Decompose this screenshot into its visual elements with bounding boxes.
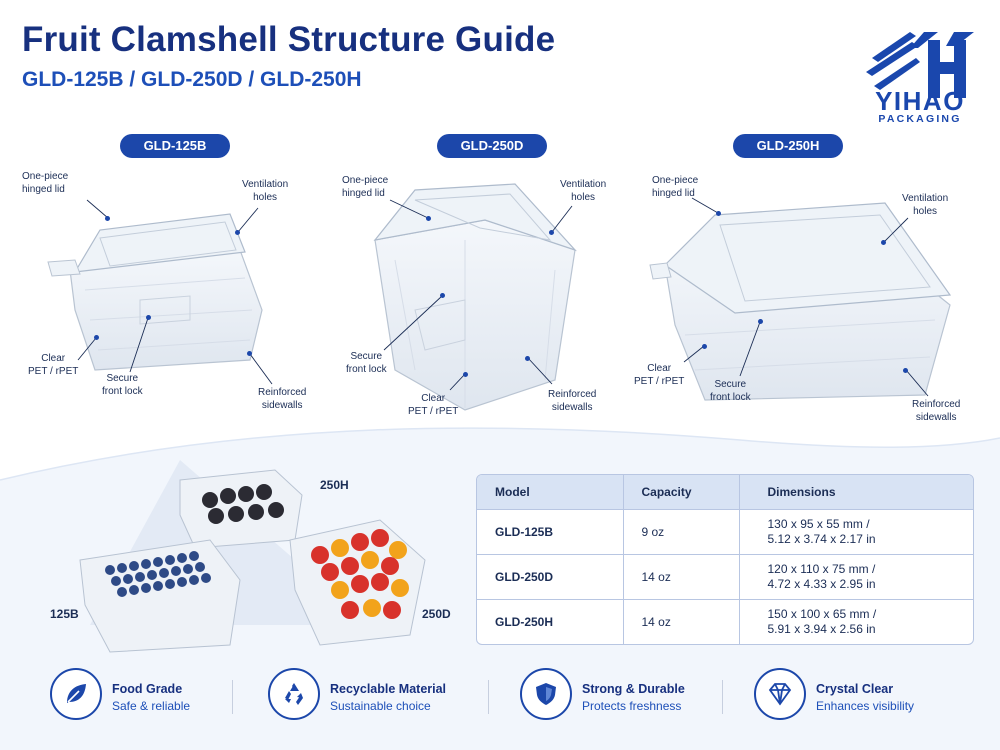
shield-icon — [520, 668, 572, 720]
table-cell-model: GLD-125B — [477, 508, 624, 554]
feature-food-grade: Food Grade Safe & reliable — [50, 668, 230, 724]
brand-tagline: PACKAGING — [878, 113, 962, 125]
model-pill-250d: GLD-250D — [437, 134, 547, 158]
callout-125b-lock: Secure front lock — [102, 373, 143, 397]
feature-subtitle: Protects freshness — [582, 699, 682, 713]
callout-125b-walls: Reinforced sidewalls — [258, 387, 307, 411]
callout-250h-lock: Secure front lock — [710, 379, 751, 403]
feature-title: Food Grade — [112, 682, 183, 696]
leaf-icon — [50, 668, 102, 720]
model-pill-250h: GLD-250H — [733, 134, 843, 158]
dimensions-mm: 150 x 100 x 65 mm / — [767, 606, 877, 621]
table-header-row: Model Capacity Dimensions — [477, 475, 973, 509]
model-pill-125b: GLD-125B — [120, 134, 230, 158]
callout-250h-material: Clear PET / rPET — [634, 363, 685, 387]
feature-recyclable: Recyclable Material Sustainable choice — [268, 668, 468, 724]
clamshell-250h-illustration — [649, 202, 952, 401]
callout-dot — [758, 319, 763, 324]
feature-subtitle: Enhances visibility — [816, 699, 915, 713]
callout-dot — [549, 230, 554, 235]
feature-subtitle: Safe & reliable — [112, 699, 191, 713]
table-row: GLD-125B 9 oz 130 x 95 x 55 mm /5.12 x 3… — [477, 508, 973, 554]
callout-dot — [146, 315, 151, 320]
callout-dot — [716, 211, 721, 216]
spec-table: Model Capacity Dimensions GLD-125B 9 oz … — [476, 474, 974, 645]
callout-dot — [94, 335, 99, 340]
callout-125b-lid: One-piece hinged lid — [22, 171, 69, 195]
dimensions-in: 5.91 x 3.94 x 2.56 in — [767, 621, 876, 636]
dimensions-in: 5.12 x 3.74 x 2.17 in — [767, 531, 876, 546]
clamshell-125b-illustration — [47, 213, 263, 371]
feature-divider — [488, 680, 489, 714]
table-row: GLD-250D 14 oz 120 x 110 x 75 mm /4.72 x… — [477, 553, 973, 599]
size-label-250h: 250H — [320, 478, 349, 492]
yihao-logo-mark — [866, 32, 974, 98]
callout-250h-vent: Ventilation holes — [902, 193, 949, 217]
table-cell-dimensions: 130 x 95 x 55 mm /5.12 x 3.74 x 2.17 in — [739, 508, 973, 554]
callout-250d-lid: One-piece hinged lid — [342, 175, 389, 199]
table-cell-dimensions: 120 x 110 x 75 mm /4.72 x 4.33 x 2.95 in — [739, 553, 973, 599]
table-cell-capacity: 9 oz — [623, 508, 740, 554]
callout-dot — [903, 368, 908, 373]
dimensions-mm: 130 x 95 x 55 mm / — [767, 516, 870, 531]
table-cell-model: GLD-250D — [477, 553, 624, 599]
feature-divider — [232, 680, 233, 714]
feature-title: Recyclable Material — [330, 682, 447, 696]
table-header-dimensions: Dimensions — [739, 475, 973, 509]
table-cell-capacity: 14 oz — [623, 598, 740, 644]
callout-dot — [440, 293, 445, 298]
feature-strong-durable: Strong & Durable Protects freshness — [520, 668, 710, 724]
table-cell-dimensions: 150 x 100 x 65 mm /5.91 x 3.94 x 2.56 in — [739, 598, 973, 644]
dimensions-in: 4.72 x 4.33 x 2.95 in — [767, 576, 876, 591]
diamond-icon — [754, 668, 806, 720]
callout-dot — [525, 356, 530, 361]
callout-dot — [235, 230, 240, 235]
size-label-125b: 125B — [50, 607, 79, 621]
table-cell-model: GLD-250H — [477, 598, 624, 644]
callout-dot — [702, 344, 707, 349]
brand-name: YIHAO — [875, 86, 965, 116]
callout-125b-material: Clear PET / rPET — [28, 353, 79, 377]
table-row: GLD-250H 14 oz 150 x 100 x 65 mm /5.91 x… — [477, 598, 973, 644]
feature-crystal-clear: Crystal Clear Enhances visibility — [754, 668, 954, 724]
clamshell-250d-illustration — [373, 183, 577, 411]
callout-250h-walls: Reinforced sidewalls — [912, 399, 961, 423]
callout-dot — [247, 351, 252, 356]
feature-title: Strong & Durable — [582, 682, 685, 696]
page-title: Fruit Clamshell Structure Guide — [22, 20, 556, 59]
callout-dot — [105, 216, 110, 221]
filled-containers-photo — [79, 460, 426, 653]
size-label-250d: 250D — [422, 607, 451, 621]
callout-125b-vent: Ventilation holes — [242, 179, 289, 203]
callout-250h-lid: One-piece hinged lid — [652, 175, 699, 199]
callout-dot — [881, 240, 886, 245]
dimensions-mm: 120 x 110 x 75 mm / — [767, 561, 876, 576]
callout-250d-material: Clear PET / rPET — [408, 393, 459, 417]
callout-dot — [426, 216, 431, 221]
feature-subtitle: Sustainable choice — [330, 699, 431, 713]
table-header-capacity: Capacity — [623, 475, 740, 509]
callout-250d-walls: Reinforced sidewalls — [548, 389, 597, 413]
feature-divider — [722, 680, 723, 714]
model-subtitle: GLD-125B / GLD-250D / GLD-250H — [22, 68, 362, 91]
table-cell-capacity: 14 oz — [623, 553, 740, 599]
callout-250d-lock: Secure front lock — [346, 351, 387, 375]
feature-title: Crystal Clear — [816, 682, 894, 696]
callout-dot — [463, 372, 468, 377]
table-header-model: Model — [477, 475, 624, 509]
callout-250d-vent: Ventilation holes — [560, 179, 607, 203]
recycle-icon — [268, 668, 320, 720]
